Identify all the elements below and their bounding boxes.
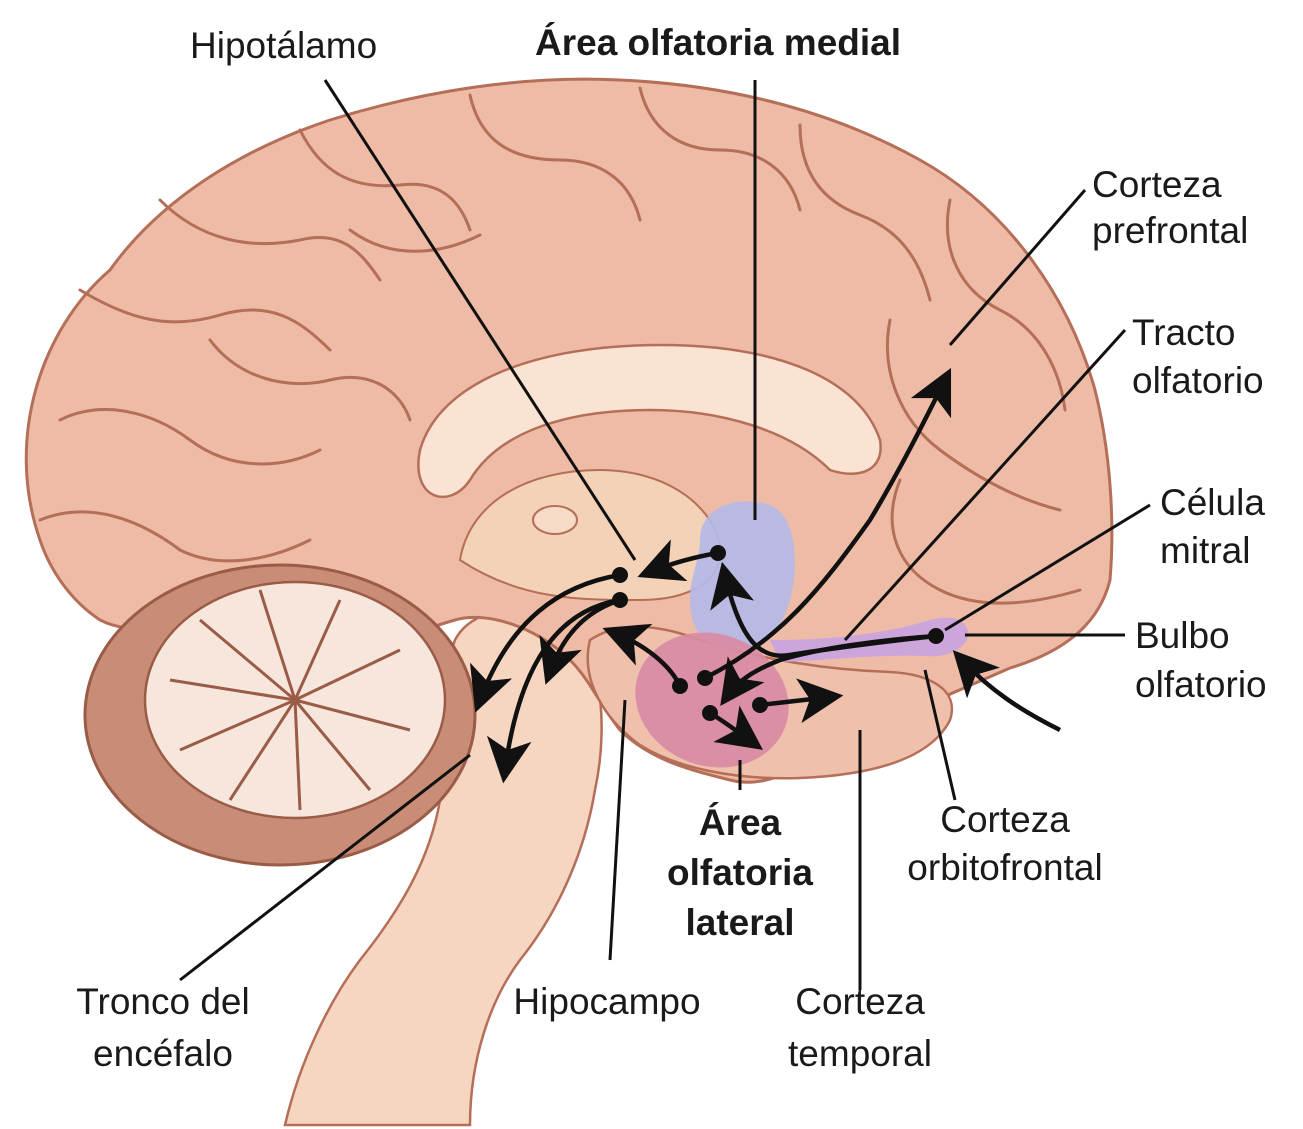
label-hipocampo: Hipocampo [513,981,700,1022]
label-corteza-prefrontal-line1: Corteza [1092,164,1222,205]
label-corteza-temporal-line2: temporal [788,1033,932,1074]
cerebellum [85,565,475,865]
label-celula-mitral-line2: mitral [1160,530,1250,571]
label-corteza-prefrontal-line2: prefrontal [1092,210,1248,251]
label-area-olfatoria-medial: Área olfatoria medial [535,22,901,63]
label-tronco-del-encefalo-line1: Tronco del [76,981,249,1022]
label-hipotalamo: Hipotálamo [190,25,377,66]
label-corteza-temporal-line1: Corteza [795,981,925,1022]
label-bulbo-olfatorio-line1: Bulbo [1135,615,1230,656]
label-area-olfatoria-lateral-line2: olfatoria [667,852,813,893]
interthalamic-adhesion [533,506,577,534]
label-area-olfatoria-lateral-line3: lateral [685,902,794,943]
label-area-olfatoria-lateral-line1: Área [699,802,782,843]
label-tronco-del-encefalo-line2: encéfalo [93,1033,233,1074]
label-celula-mitral-line1: Célula [1160,482,1265,523]
label-corteza-orbitofrontal-line2: orbitofrontal [907,847,1102,888]
label-tracto-olfatorio-line2: olfatorio [1132,360,1264,401]
label-corteza-orbitofrontal-line1: Corteza [940,799,1070,840]
label-tracto-olfatorio-line1: Tracto [1132,312,1235,353]
label-bulbo-olfatorio-line2: olfatorio [1135,664,1267,705]
